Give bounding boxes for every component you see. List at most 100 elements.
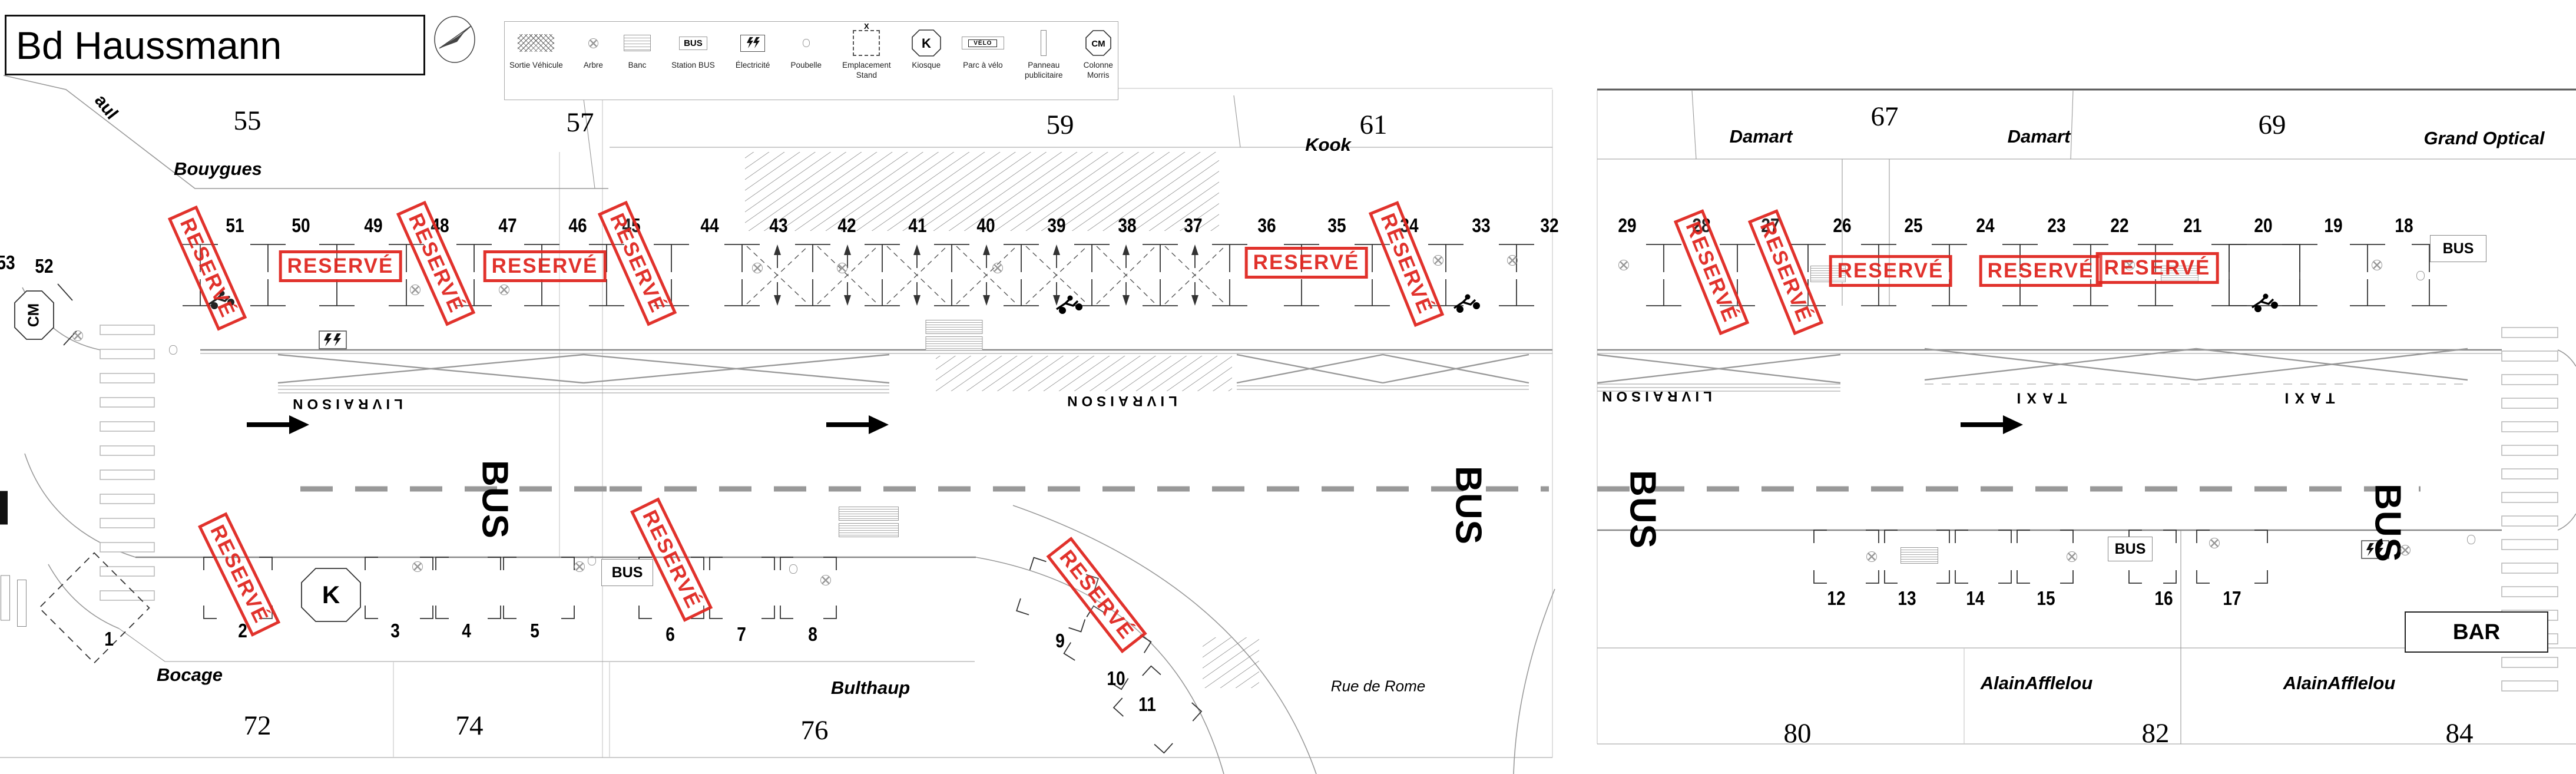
bench-icon	[2161, 266, 2198, 282]
stall-number: 20	[2254, 214, 2273, 236]
tree-icon	[412, 561, 423, 572]
taxi-zone-text: TAXI	[2011, 389, 2067, 406]
stall-number: 38	[1118, 214, 1137, 236]
bench-icon	[925, 320, 983, 334]
reserved-stamp: RESERVÉ	[279, 250, 402, 282]
stall-number: 5	[530, 620, 539, 641]
stall-number: 3	[390, 620, 400, 641]
street-number: 69	[2258, 110, 2286, 140]
trash-icon	[802, 39, 810, 47]
trash-icon	[2467, 535, 2475, 544]
stall-number: 44	[700, 214, 719, 236]
shop-name: Damart	[2007, 126, 2071, 147]
billboard-icon	[1041, 30, 1047, 56]
stall-number: 43	[769, 214, 788, 236]
tree-icon	[837, 263, 847, 273]
bus-lane-text: BUS	[474, 460, 515, 539]
stall-number: 9	[1055, 630, 1065, 651]
delivery-zone-text: LIVRAISON	[1063, 393, 1177, 409]
tree-icon	[1507, 255, 1518, 266]
stall-number: 26	[1833, 214, 1852, 236]
stall-number: 11	[1138, 693, 1156, 715]
tree-icon	[410, 285, 420, 295]
svg-text:K: K	[922, 36, 931, 51]
stall-number: 23	[2047, 214, 2066, 236]
svg-text:CM: CM	[1091, 39, 1105, 49]
tree-icon	[574, 561, 585, 572]
tree-icon	[1866, 551, 1877, 562]
trash-icon	[2416, 271, 2425, 280]
legend-item-electricite: Électricité	[736, 28, 770, 97]
bus-lane-text: BUS	[1622, 470, 1663, 549]
stall-number: 27	[1761, 214, 1780, 236]
bench-icon	[1900, 547, 1938, 564]
stall-number: 10	[1107, 667, 1125, 689]
stall-number: 15	[2037, 587, 2055, 609]
stall-number: 40	[976, 214, 995, 236]
stall-number: 46	[568, 214, 587, 236]
bench-icon	[624, 35, 651, 51]
shop-name: Rue de Rome	[1330, 677, 1426, 695]
direction-arrow-icon	[826, 415, 889, 434]
reserved-stamp: RESERVÉ	[1979, 255, 2102, 287]
legend-item-kiosque: K Kiosque	[911, 28, 941, 97]
stall-number: 19	[2324, 214, 2343, 236]
street-number: 72	[243, 710, 271, 741]
bench-icon	[1810, 266, 1846, 282]
tree-icon	[992, 263, 1003, 273]
stall-number: 36	[1257, 214, 1276, 236]
stall-number: 41	[908, 214, 927, 236]
morris-column-letters: CM	[24, 303, 42, 328]
tree-icon	[820, 575, 831, 586]
stall-number: 21	[2183, 214, 2202, 236]
legend: Sortie Véhicule Arbre Banc BUS Station B…	[504, 21, 1118, 100]
legend-item-arbre: Arbre	[584, 28, 603, 97]
tree-icon	[2372, 260, 2382, 270]
stall-number: 32	[1540, 214, 1559, 236]
taxi-zone-text: TAXI	[2279, 389, 2335, 406]
tree-icon	[1618, 260, 1629, 270]
page-title-box: Bd Haussmann	[5, 15, 425, 75]
shop-name: Grand Optical	[2423, 128, 2545, 148]
kiosk-icon: K	[911, 29, 941, 57]
legend-item-poubelle: Poubelle	[790, 28, 822, 97]
shop-name: AlainAfflelou	[2283, 673, 2396, 693]
legend-item-panneau: Panneau publicitaire	[1025, 28, 1063, 97]
stall-number: 12	[1827, 587, 1846, 609]
street-number: 61	[1359, 110, 1388, 140]
reserved-stamp: RESERVÉ	[483, 250, 607, 282]
shop-name: Kook	[1305, 134, 1351, 155]
stall-number: 18	[2395, 214, 2413, 236]
trash-icon	[169, 345, 177, 355]
tree-icon	[2124, 260, 2135, 270]
stall-number: 47	[498, 214, 517, 236]
reserved-stamp: RESERVÉ	[2095, 252, 2219, 284]
legend-item-parc-a-velo: VÉLO Parc à vélo	[961, 28, 1004, 97]
stall-number: 52	[35, 255, 54, 277]
stall-number: 33	[1472, 214, 1491, 236]
stall-number: 49	[364, 214, 383, 236]
bench-icon	[839, 523, 899, 537]
legend-item-colonne-morris: CM Colonne Morris	[1084, 28, 1113, 97]
tree-icon	[2067, 551, 2077, 562]
stall-number: 34	[1400, 214, 1419, 236]
legend-item-sortie-vehicule: Sortie Véhicule	[509, 28, 563, 97]
street-number: 80	[1783, 718, 1812, 749]
stall-number: 14	[1966, 587, 1985, 609]
street-number: 84	[2445, 718, 2474, 749]
billboard-icon	[0, 491, 8, 525]
stall-number: 28	[1692, 214, 1711, 236]
stall-number: 42	[837, 214, 856, 236]
tree-icon	[588, 38, 598, 48]
vehicle-exit-icon	[518, 34, 555, 52]
stall-number: 4	[462, 620, 471, 641]
legend-item-station-bus: BUS Station BUS	[671, 28, 715, 97]
street-number: 57	[566, 107, 594, 138]
stall-number: 51	[226, 214, 244, 236]
stall-number: 29	[1618, 214, 1637, 236]
morris-column-icon: CM	[1085, 30, 1111, 56]
bus-station-icon: BUS	[679, 36, 707, 50]
tree-icon	[752, 263, 763, 273]
